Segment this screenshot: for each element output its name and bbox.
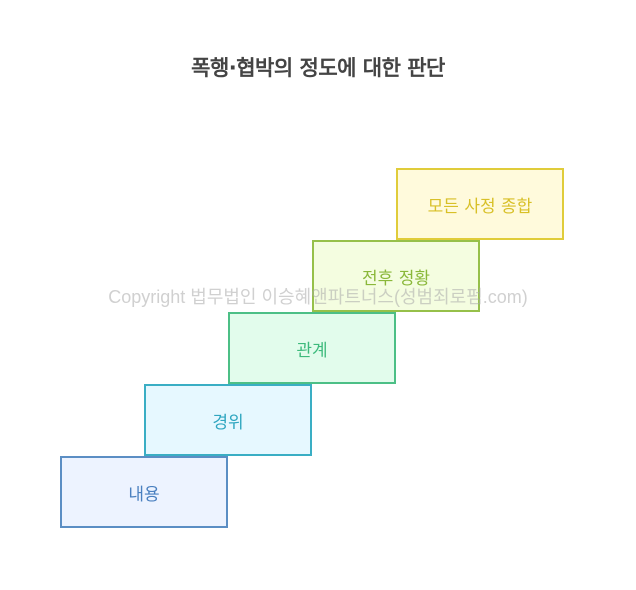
step-label: 내용: [128, 484, 160, 505]
step-label: 전후 정황: [362, 268, 430, 289]
diagram-title: 폭행·협박의 정도에 대한 판단: [191, 56, 445, 80]
step-relationship: 관계: [228, 312, 396, 384]
step-label: 경위: [212, 412, 244, 433]
step-surrounding-situation: 전후 정황: [312, 240, 480, 312]
step-overall-assessment: 모든 사정 종합: [396, 168, 564, 240]
step-circumstances: 경위: [144, 384, 312, 456]
step-label: 관계: [296, 340, 328, 361]
step-label: 모든 사정 종합: [427, 196, 533, 217]
step-content: 내용: [60, 456, 228, 528]
